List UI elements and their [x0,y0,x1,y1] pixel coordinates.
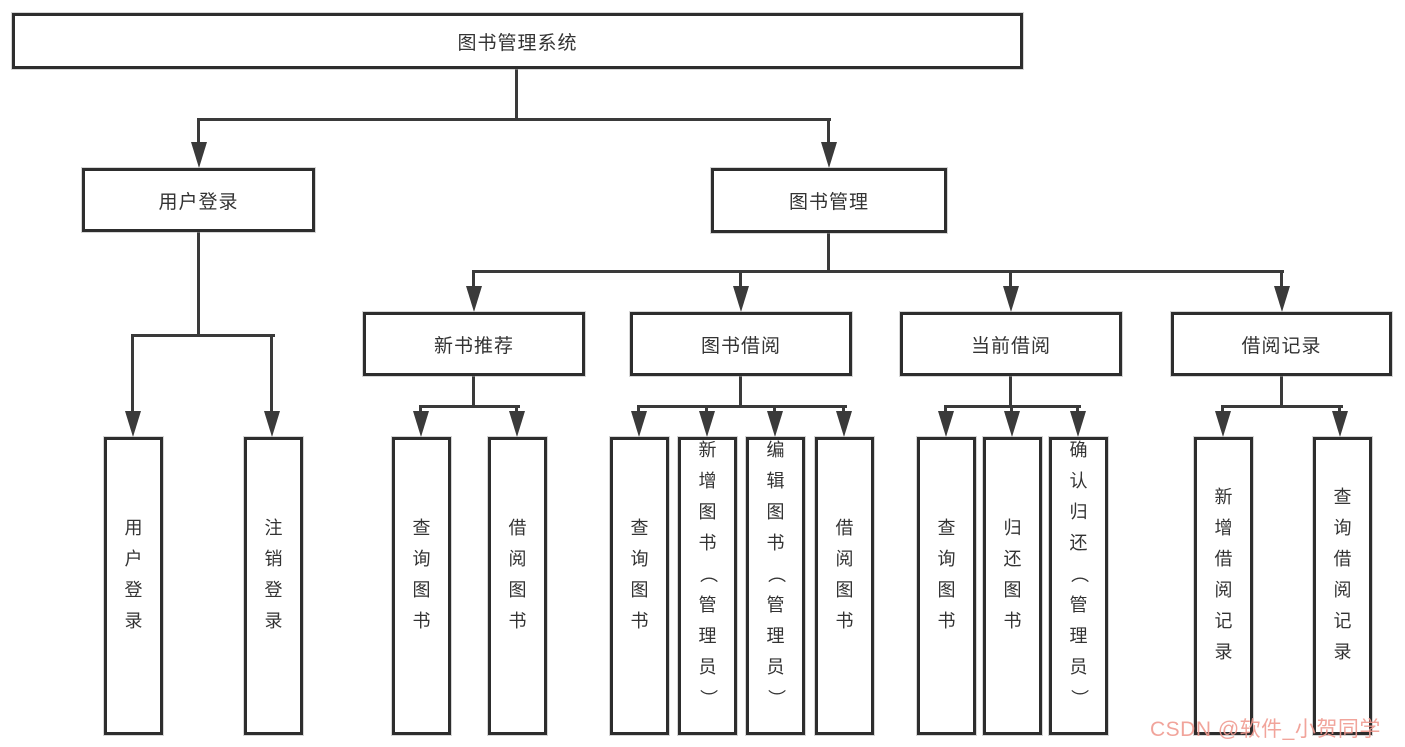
arrow-down-icon [1070,411,1086,437]
arrow-down-icon [125,411,141,437]
leaf-user-login: 用户登录 [104,437,163,735]
arrow-down-icon [733,286,749,312]
leaf-user-login-label: 用户登录 [124,517,143,631]
leaf-edit-book-admin-label: 编辑图书（管理员） [765,440,786,707]
connector-line [131,334,275,337]
node-book-borrow-label: 图书借阅 [700,335,781,357]
connector-line [197,120,200,146]
connector-line [472,376,475,407]
arrow-down-icon [1003,286,1019,312]
leaf-return-books-label: 归还图书 [1003,517,1022,631]
arrow-down-icon [631,411,647,437]
leaf-edit-book-admin: 编辑图书（管理员） [746,437,805,735]
leaf-confirm-return-admin: 确认归还（管理员） [1049,437,1108,735]
connector-line [1009,272,1012,288]
watermark: CSDN @软件_小贺同学 [1150,718,1381,741]
connector-line [419,405,520,408]
arrow-down-icon [1004,411,1020,437]
arrow-down-icon [466,286,482,312]
node-user-login-label: 用户登录 [158,191,239,213]
node-book-management-label: 图书管理 [788,192,869,213]
arrow-down-icon [1215,411,1231,437]
connector-line [515,68,518,121]
leaf-query-borrow-record: 查询借阅记录 [1313,437,1372,735]
arrow-down-icon [1274,286,1290,312]
arrow-down-icon [836,411,852,437]
connector-line [827,120,830,146]
node-borrow-records-label: 借阅记录 [1241,335,1322,357]
node-new-book-recommend: 新书推荐 [363,312,585,376]
connector-line [1280,376,1283,407]
connector-line [637,405,847,408]
node-user-login: 用户登录 [82,168,315,232]
connector-line [472,272,475,288]
leaf-add-borrow-record-label: 新增借阅记录 [1214,486,1233,662]
leaf-query-borrow-record-label: 查询借阅记录 [1333,486,1352,662]
connector-line [1009,376,1012,407]
leaf-add-book-admin: 新增图书（管理员） [678,437,737,735]
node-root-label: 图书管理系统 [457,32,578,54]
connector-line [131,336,134,413]
leaf-logout: 注销登录 [244,437,303,735]
leaf-add-book-admin-label: 新增图书（管理员） [697,440,718,707]
connector-line [197,232,200,336]
leaf-return-books: 归还图书 [983,437,1042,735]
leaf-confirm-return-admin-label: 确认归还（管理员） [1068,440,1089,707]
arrow-down-icon [509,411,525,437]
node-current-borrow-label: 当前借阅 [970,335,1051,357]
leaf-borrow-books-borrow-label: 借阅图书 [835,517,854,631]
node-borrow-records: 借阅记录 [1171,312,1392,376]
node-current-borrow: 当前借阅 [900,312,1122,376]
arrow-down-icon [767,411,783,437]
node-book-management: 图书管理 [711,168,947,233]
connector-line [944,405,1081,408]
node-new-book-recommend-label: 新书推荐 [433,335,514,357]
arrow-down-icon [1332,411,1348,437]
connector-line [739,272,742,288]
leaf-query-books-borrow: 查询图书 [610,437,669,735]
leaf-borrow-books-new-label: 借阅图书 [508,517,527,631]
connector-line [197,118,831,121]
node-book-borrow: 图书借阅 [630,312,852,376]
leaf-query-books-current-label: 查询图书 [937,517,956,631]
node-root: 图书管理系统 [12,13,1023,69]
connector-line [270,336,273,413]
connector-line [739,376,742,407]
leaf-query-books-new: 查询图书 [392,437,451,735]
arrow-down-icon [264,411,280,437]
connector-line [472,270,1284,273]
arrow-down-icon [821,142,837,168]
connector-line [1221,405,1343,408]
leaf-borrow-books-borrow: 借阅图书 [815,437,874,735]
leaf-query-books-new-label: 查询图书 [412,517,431,631]
leaf-query-books-current: 查询图书 [917,437,976,735]
arrow-down-icon [699,411,715,437]
arrow-down-icon [191,142,207,168]
connector-line [827,233,830,272]
leaf-logout-label: 注销登录 [264,517,283,631]
leaf-borrow-books-new: 借阅图书 [488,437,547,735]
leaf-add-borrow-record: 新增借阅记录 [1194,437,1253,735]
arrow-down-icon [938,411,954,437]
leaf-query-books-borrow-label: 查询图书 [630,517,649,631]
connector-line [1280,272,1283,288]
arrow-down-icon [413,411,429,437]
